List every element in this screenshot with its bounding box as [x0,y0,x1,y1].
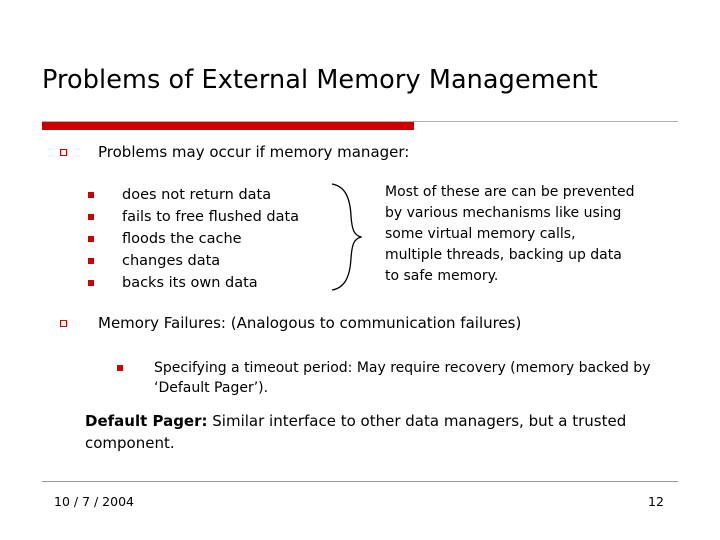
list-item: changes data [88,250,338,272]
square-solid-icon [117,365,123,371]
definition-term: Default Pager: [85,412,208,430]
footer-divider [42,481,678,482]
square-solid-icon [88,236,94,242]
title-divider [42,121,678,122]
square-solid-icon [88,214,94,220]
square-hollow-icon [60,149,67,156]
curly-brace-icon [331,183,362,291]
list-item: does not return data [88,184,338,206]
bullet-level2-timeout: Specifying a timeout period: May require… [117,358,697,398]
accent-bar [42,122,414,130]
list-item-label: does not return data [122,187,272,203]
square-hollow-icon [60,320,67,327]
list-item-label: fails to free flushed data [122,209,300,225]
right-note: Most of these are can be prevented by va… [385,184,635,284]
list-item: backs its own data [88,272,338,294]
footer-date: 10 / 7 / 2004 [54,494,134,509]
square-solid-icon [88,280,94,286]
list-item-label: floods the cache [122,231,242,247]
bullet-level2-timeout-label: Specifying a timeout period: May require… [154,360,651,396]
definition-text: Similar interface to other data managers… [85,412,627,452]
footer-page-number: 12 [648,494,664,509]
square-solid-icon [88,192,94,198]
page-title: Problems of External Memory Management [42,65,598,95]
bullet-level1-problems: Problems may occur if memory manager: [60,143,409,162]
list-item: floods the cache [88,228,338,250]
bullet-level1-problems-label: Problems may occur if memory manager: [98,143,410,161]
definition-paragraph: Default Pager: Similar interface to othe… [85,410,685,454]
square-solid-icon [88,258,94,264]
list-item-label: changes data [122,253,221,269]
list-item-label: backs its own data [122,275,258,291]
bullet-level1-failures: Memory Failures: (Analogous to communica… [60,314,521,333]
sublist-problems: does not return data fails to free flush… [88,184,338,294]
list-item: fails to free flushed data [88,206,338,228]
bullet-level1-failures-label: Memory Failures: (Analogous to communica… [98,314,522,332]
